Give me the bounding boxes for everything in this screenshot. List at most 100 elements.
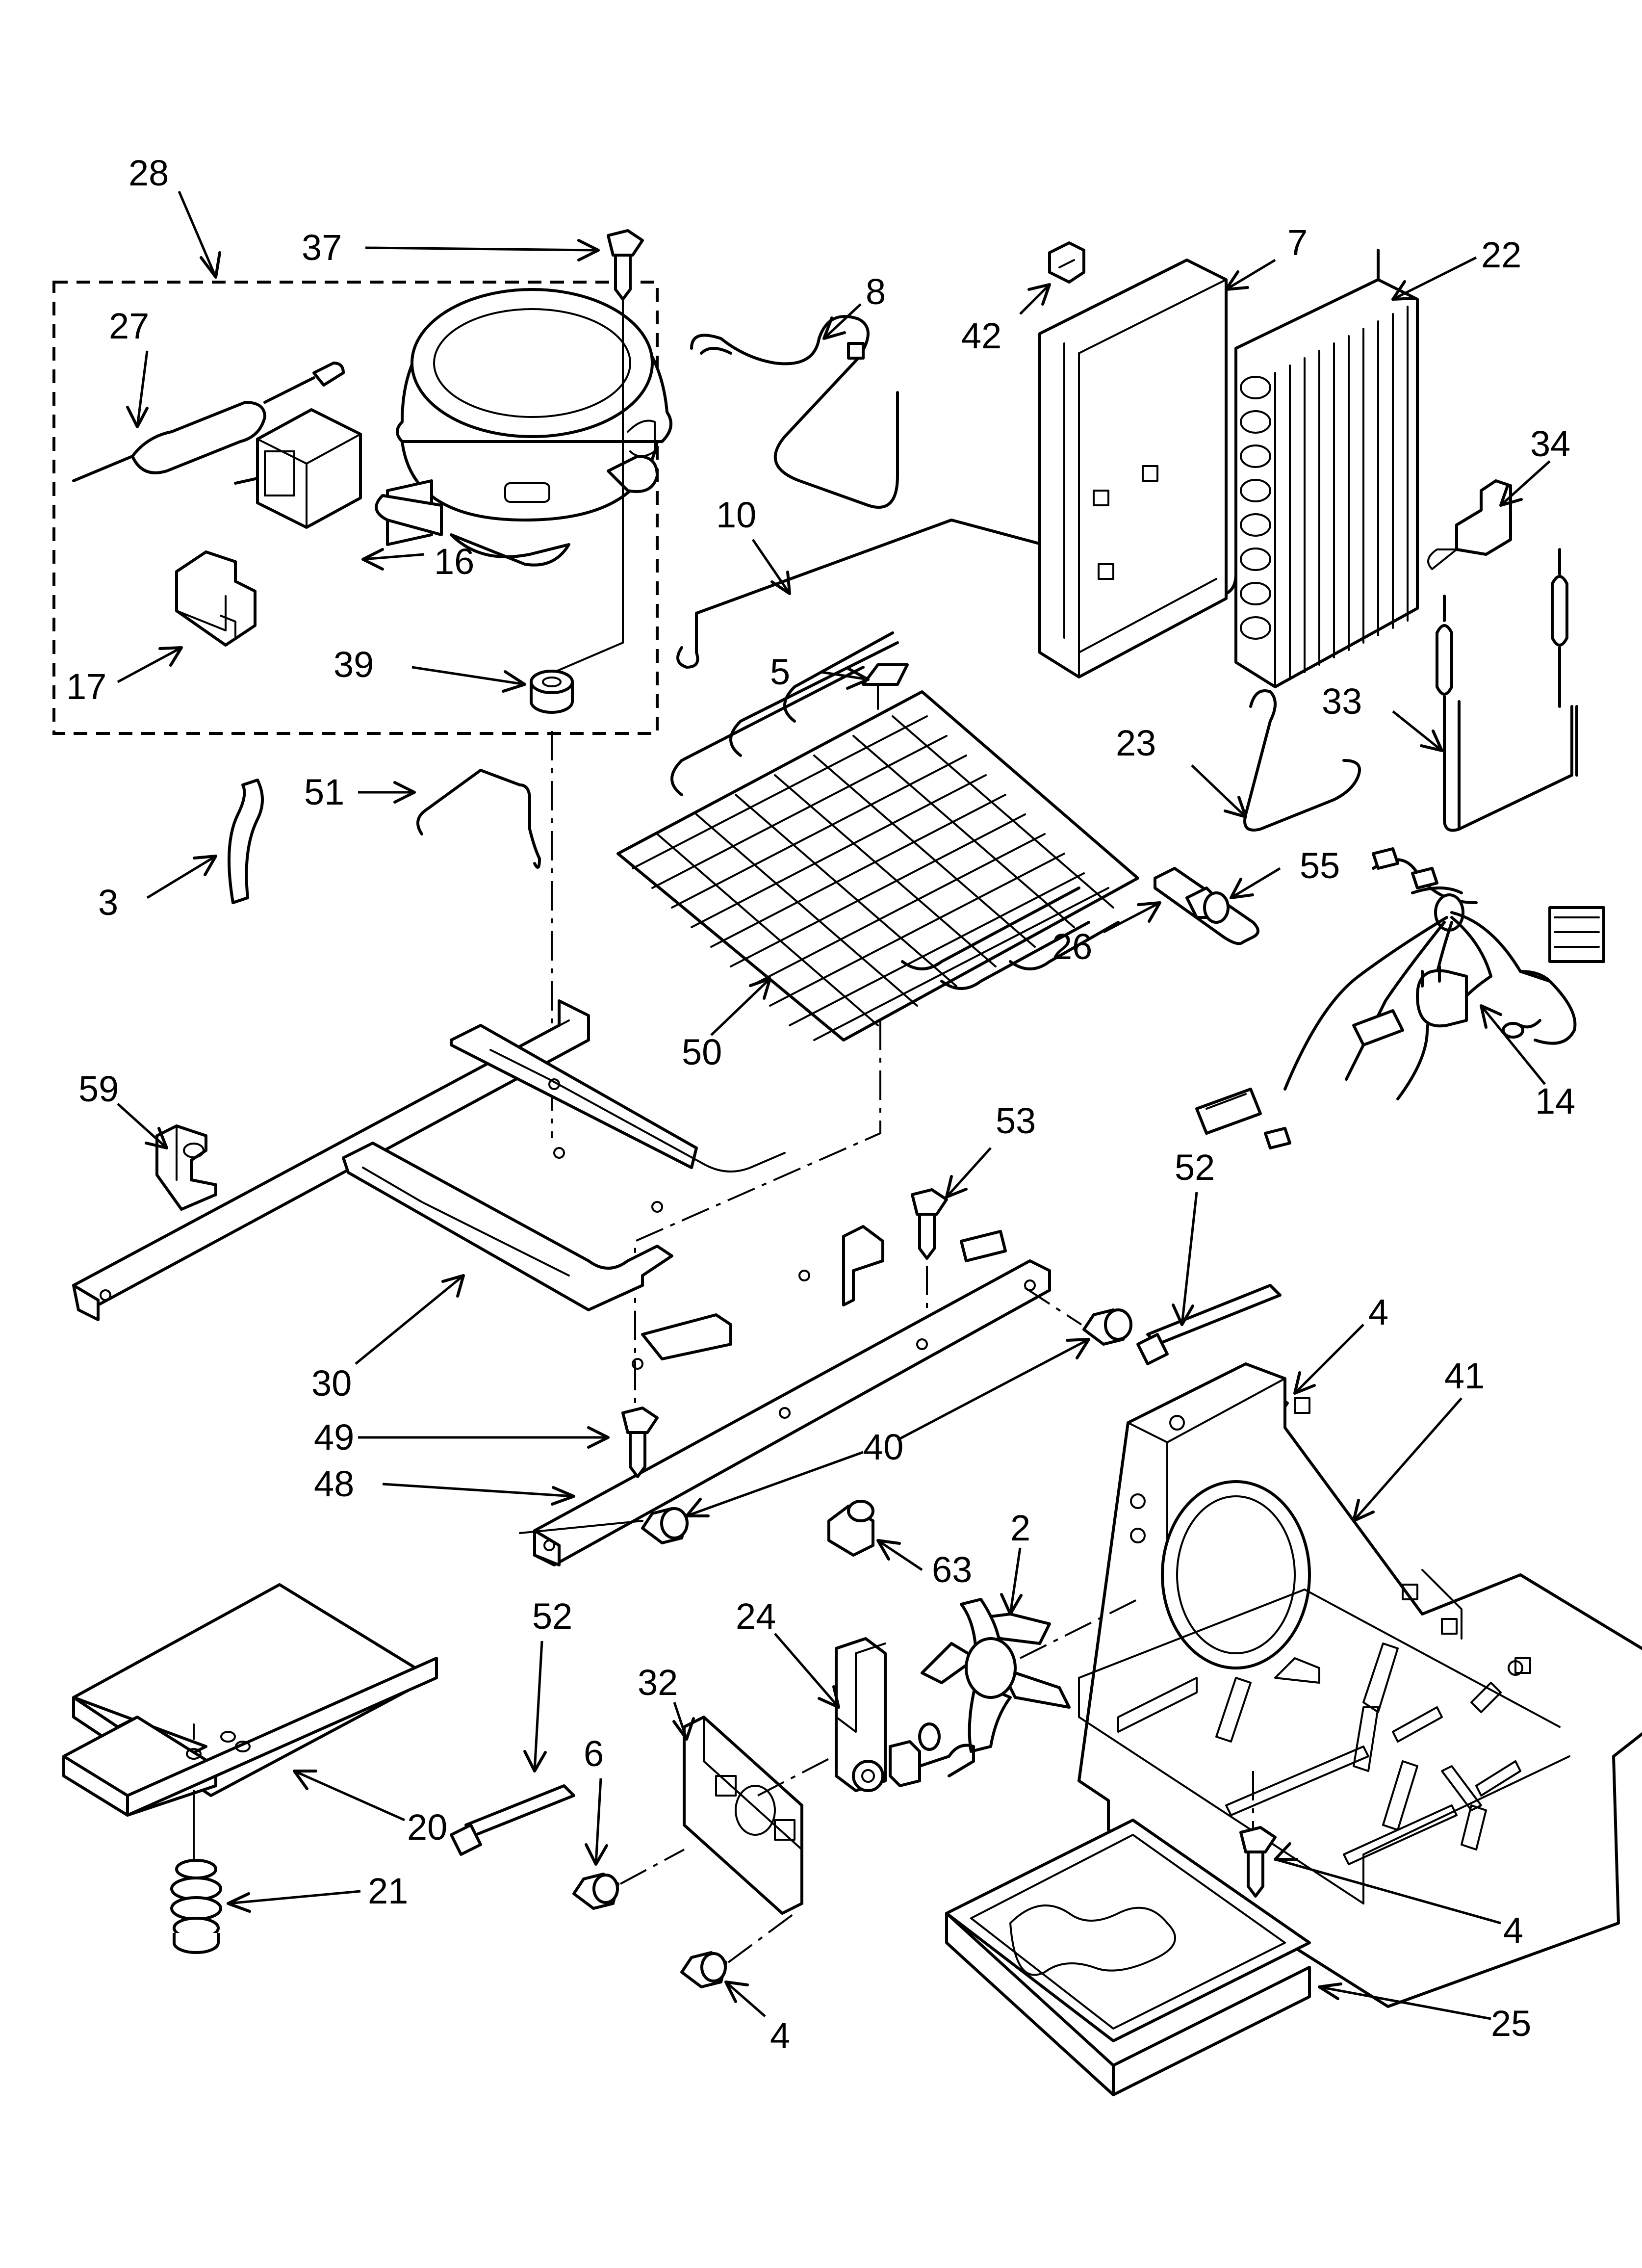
screw-37 bbox=[553, 229, 644, 673]
callout-52-lower: 52 bbox=[532, 1596, 572, 1637]
leader-42 bbox=[1019, 284, 1051, 315]
callout-41: 41 bbox=[1444, 1356, 1485, 1396]
arrow-head-8 bbox=[822, 316, 846, 340]
arrow-head-34 bbox=[1499, 484, 1523, 507]
leader-27 bbox=[136, 350, 149, 427]
drain-pan-25 bbox=[945, 1819, 1311, 2096]
callout-37: 37 bbox=[302, 227, 342, 268]
arrow-head-33 bbox=[1420, 730, 1443, 752]
arrow-head-2 bbox=[1000, 1593, 1023, 1616]
leader-52-lower bbox=[533, 1641, 543, 1772]
callout-52-upper: 52 bbox=[1175, 1147, 1215, 1188]
filter-drier-27 bbox=[72, 362, 345, 482]
screw-49 bbox=[621, 1407, 659, 1478]
compressor bbox=[375, 288, 672, 567]
fan-blade-2 bbox=[921, 1598, 1138, 1753]
callout-4-right: 4 bbox=[1503, 1910, 1523, 1951]
leader-6 bbox=[594, 1778, 602, 1865]
hanger-23 bbox=[1243, 689, 1361, 832]
arrow-head-21 bbox=[227, 1892, 251, 1913]
callout-34: 34 bbox=[1530, 423, 1570, 464]
arrow-head-4-upper bbox=[1293, 1371, 1316, 1395]
screw-4-right bbox=[1239, 1771, 1277, 1898]
leader-16 bbox=[362, 553, 425, 561]
base-frame-30 bbox=[72, 999, 884, 1370]
leader-3 bbox=[710, 978, 771, 1036]
leader-28 bbox=[178, 191, 217, 278]
callout-39: 39 bbox=[334, 644, 374, 685]
arrow-head-6 bbox=[585, 1843, 608, 1866]
front-rail-48 bbox=[533, 1230, 1051, 1566]
callout-55: 55 bbox=[1300, 845, 1340, 886]
fan-housing-41 bbox=[1078, 1362, 1642, 2008]
clip-42 bbox=[1048, 241, 1085, 284]
arrow-head-51 bbox=[193, 855, 217, 876]
fan-motor-24 bbox=[835, 1637, 975, 1792]
arrow-head-40-right bbox=[1066, 1338, 1090, 1359]
tube-8 bbox=[690, 315, 899, 509]
arrow-head-26 bbox=[1480, 1004, 1502, 1029]
leader-32 bbox=[673, 1702, 688, 1740]
arrow-head-52-lower bbox=[523, 1750, 547, 1773]
spring-21 bbox=[170, 1859, 222, 1954]
arrow-head-5 bbox=[846, 667, 870, 690]
leader-21 bbox=[228, 1890, 361, 1905]
leader-50 bbox=[1103, 901, 1161, 934]
screw-6 bbox=[572, 1849, 685, 1910]
leader-37 bbox=[365, 246, 599, 252]
leader-33 bbox=[1392, 710, 1443, 752]
cable-tie-52-lower bbox=[450, 1784, 575, 1856]
leader-34 bbox=[1500, 460, 1551, 506]
arrow-head-22 bbox=[1391, 280, 1416, 301]
arrow-head-53 bbox=[945, 1175, 968, 1199]
arrow-head-37 bbox=[577, 239, 600, 261]
callout-17: 17 bbox=[66, 666, 106, 707]
leader-10 bbox=[751, 539, 791, 595]
arrow-head-40-left bbox=[685, 1498, 710, 1517]
arrow-head-27 bbox=[126, 406, 149, 428]
wire-harness-26 bbox=[1195, 847, 1605, 1149]
callout-14: 51 bbox=[304, 772, 344, 812]
drain-tube-51 bbox=[228, 779, 264, 904]
compressor-kit-boundary bbox=[52, 281, 659, 735]
callout-2: 2 bbox=[1010, 1508, 1030, 1548]
centerline-40 bbox=[519, 1520, 643, 1534]
arrow-head-55 bbox=[1230, 878, 1254, 899]
compressor-kit-group: 28 37 bbox=[52, 153, 672, 735]
leader-48 bbox=[382, 1483, 574, 1498]
clip-5 bbox=[862, 663, 909, 710]
arrow-head-20 bbox=[293, 1770, 317, 1790]
callout-21: 21 bbox=[368, 1871, 408, 1911]
arrow-head-52-upper bbox=[1172, 1303, 1194, 1326]
callout-53: 53 bbox=[996, 1100, 1036, 1141]
leader-63 bbox=[877, 1539, 923, 1571]
arrow-head-42 bbox=[1027, 283, 1051, 306]
callout-27: 27 bbox=[109, 306, 149, 346]
callout-49: 49 bbox=[314, 1417, 354, 1458]
leader-8 bbox=[823, 303, 862, 339]
arrow-head-48 bbox=[551, 1486, 575, 1506]
arrow-head-7 bbox=[1225, 270, 1249, 291]
callout-7: 7 bbox=[1287, 222, 1308, 263]
screw-40-left bbox=[641, 1507, 689, 1544]
leader-4-bottom bbox=[725, 1981, 766, 2017]
screw-55 bbox=[1185, 886, 1230, 924]
arrow-head-4-right bbox=[1274, 1842, 1298, 1861]
arrow-head-25 bbox=[1318, 1982, 1342, 2000]
callout-40: 40 bbox=[863, 1427, 903, 1467]
callout-23: 23 bbox=[1116, 723, 1156, 763]
arrow-head-28 bbox=[200, 251, 221, 279]
bracket-34 bbox=[1427, 479, 1512, 570]
callout-50: 26 bbox=[1052, 926, 1092, 967]
start-relay-16 bbox=[234, 408, 362, 529]
callout-32: 32 bbox=[638, 1662, 678, 1703]
callout-24: 24 bbox=[736, 1596, 776, 1637]
callout-48: 48 bbox=[314, 1463, 354, 1504]
leader-40-right bbox=[897, 1338, 1090, 1441]
screw-40-right bbox=[1024, 1287, 1132, 1346]
arrow-head-30 bbox=[441, 1274, 465, 1298]
leader-41 bbox=[1353, 1397, 1462, 1522]
clip-59 bbox=[155, 1124, 217, 1211]
arrow-head-14 bbox=[393, 781, 416, 804]
